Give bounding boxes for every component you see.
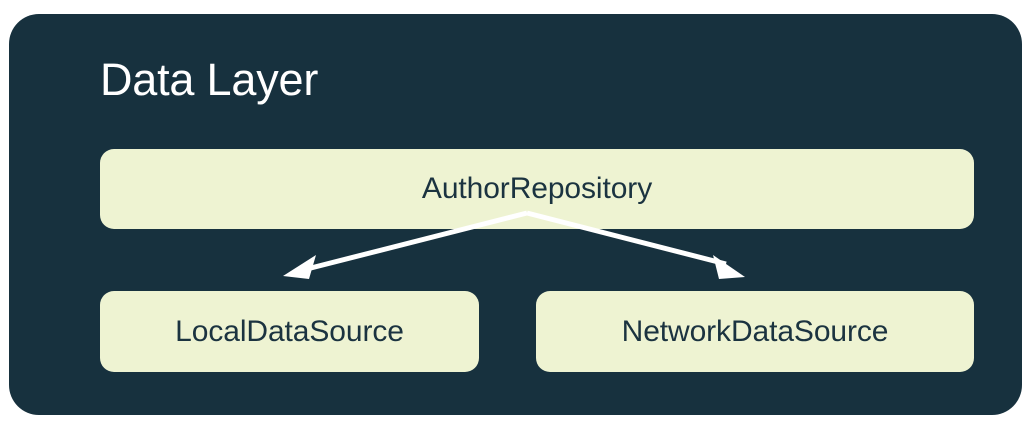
node-local-data-source[interactable]: LocalDataSource xyxy=(100,291,479,372)
node-author-repository-label: AuthorRepository xyxy=(421,172,653,205)
page-title: Data Layer xyxy=(100,54,319,105)
node-author-repository[interactable]: AuthorRepository xyxy=(100,149,974,229)
node-local-data-source-label: LocalDataSource xyxy=(175,314,404,348)
data-layer-panel: Data Layer AuthorRepository LocalDataSou… xyxy=(9,14,1022,415)
node-network-data-source[interactable]: NetworkDataSource xyxy=(536,291,974,372)
node-network-data-source-label: NetworkDataSource xyxy=(621,314,889,348)
